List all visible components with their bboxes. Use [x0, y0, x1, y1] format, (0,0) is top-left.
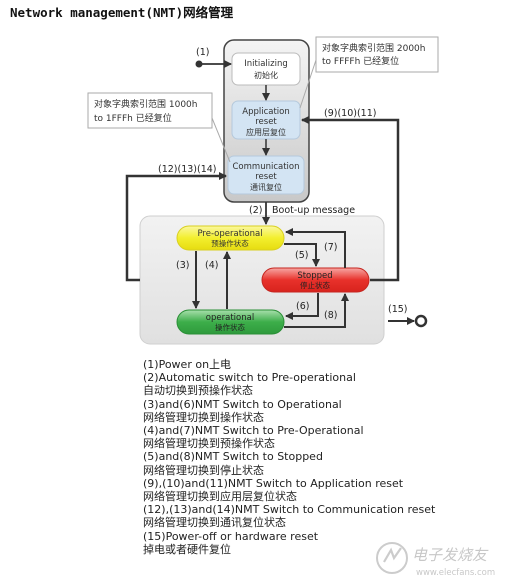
legend-line: 掉电或者硬件复位 — [143, 542, 231, 556]
legend-line: 网络管理切换到操作状态 — [143, 410, 264, 424]
app-reset-en2-label: reset — [255, 117, 277, 127]
arrow-t5 — [284, 243, 320, 267]
page-title: Network management(NMT)网络管理 — [10, 5, 234, 20]
watermark-main: 电子发烧友 — [412, 546, 489, 564]
legend-line: (5)and(8)NMT Switch to Stopped — [143, 450, 323, 464]
label-bootup: Boot-up message — [272, 205, 355, 216]
legend-line: 网络管理切换到预操作状态 — [143, 437, 275, 451]
note-comm-pointer — [211, 117, 231, 163]
app-reset-zh-label: 应用层复位 — [246, 127, 286, 137]
comm-reset-en2-label: reset — [255, 172, 277, 182]
legend-line: 自动切换到预操作状态 — [143, 384, 253, 398]
note-app-line2: to FFFFh 已经复位 — [322, 55, 399, 67]
arrow-t8 — [284, 293, 349, 328]
legend-line: (15)Power-off or hardware reset — [143, 529, 319, 543]
initializing-zh-label: 初始化 — [254, 70, 278, 80]
label-t4: (4) — [205, 260, 218, 271]
label-t9-10-11: (9)(10)(11) — [324, 108, 376, 119]
label-t3: (3) — [176, 260, 189, 271]
op-en-label: operational — [206, 313, 254, 323]
legend-line: (1)Power on上电 — [143, 358, 232, 371]
stopped-zh-label: 停止状态 — [300, 280, 330, 290]
state-pre-operational — [176, 225, 285, 251]
transition-legend: (1)Power on上电 (2)Automatic switch to Pre… — [143, 358, 443, 556]
label-t7: (7) — [324, 242, 337, 253]
comm-reset-zh-label: 通讯复位 — [250, 182, 282, 192]
power-on-dot — [195, 60, 203, 68]
note-app-reset — [315, 36, 439, 73]
arrow-t9-10-11 — [301, 116, 400, 282]
label-t8: (8) — [324, 310, 337, 321]
legend-line: 网络管理切换到停止状态 — [143, 463, 264, 477]
watermark-url: www.elecfans.com — [416, 568, 495, 578]
elecfans-watermark: 电子发烧友 www.elecfans.com — [376, 542, 495, 578]
pre-op-en-label: Pre-operational — [197, 229, 262, 239]
comm-reset-en-label: Communication — [233, 162, 300, 172]
label-t15: (15) — [388, 304, 408, 315]
note-comm-line2: to 1FFFh 已经复位 — [94, 112, 172, 124]
app-reset-en-label: Application — [242, 107, 290, 117]
arrow-t6 — [285, 293, 319, 320]
note-comm-line1: 对象字典索引范围 1000h — [94, 98, 197, 110]
arrow-t7 — [285, 228, 346, 268]
legend-line: (9),(10)and(11)NMT Switch to Application… — [143, 476, 404, 490]
label-t12-13-14: (12)(13)(14) — [158, 164, 217, 175]
pre-op-zh-label: 预操作状态 — [211, 238, 249, 248]
legend-line: 网络管理切换到通讯复位状态 — [143, 516, 286, 530]
legend-line: 网络管理切换到应用层复位状态 — [143, 490, 297, 504]
state-stopped — [261, 267, 370, 293]
label-t1: (1) — [196, 47, 209, 58]
arrow-t12-13-14 — [125, 172, 227, 282]
state-initializing — [231, 52, 301, 86]
initializing-en-label: Initializing — [244, 59, 288, 69]
op-zh-label: 操作状态 — [215, 322, 245, 332]
legend-line: (4)and(7)NMT Switch to Pre-Operational — [143, 424, 364, 438]
stopped-en-label: Stopped — [297, 271, 332, 281]
legend-line: (3)and(6)NMT Switch to Operational — [143, 397, 342, 411]
legend-line: (12),(13)and(14)NMT Switch to Communicat… — [143, 503, 436, 517]
power-off-terminal — [414, 314, 428, 328]
note-app-line1: 对象字典索引范围 2000h — [322, 42, 425, 54]
label-t2: (2) — [249, 205, 262, 216]
state-operational — [176, 309, 285, 335]
note-comm-reset — [87, 92, 213, 129]
note-app-pointer — [299, 59, 317, 109]
state-communication-reset — [227, 155, 305, 195]
label-t5: (5) — [295, 250, 308, 261]
label-t6: (6) — [296, 301, 309, 312]
legend-line: (2)Automatic switch to Pre-operational — [143, 371, 356, 385]
